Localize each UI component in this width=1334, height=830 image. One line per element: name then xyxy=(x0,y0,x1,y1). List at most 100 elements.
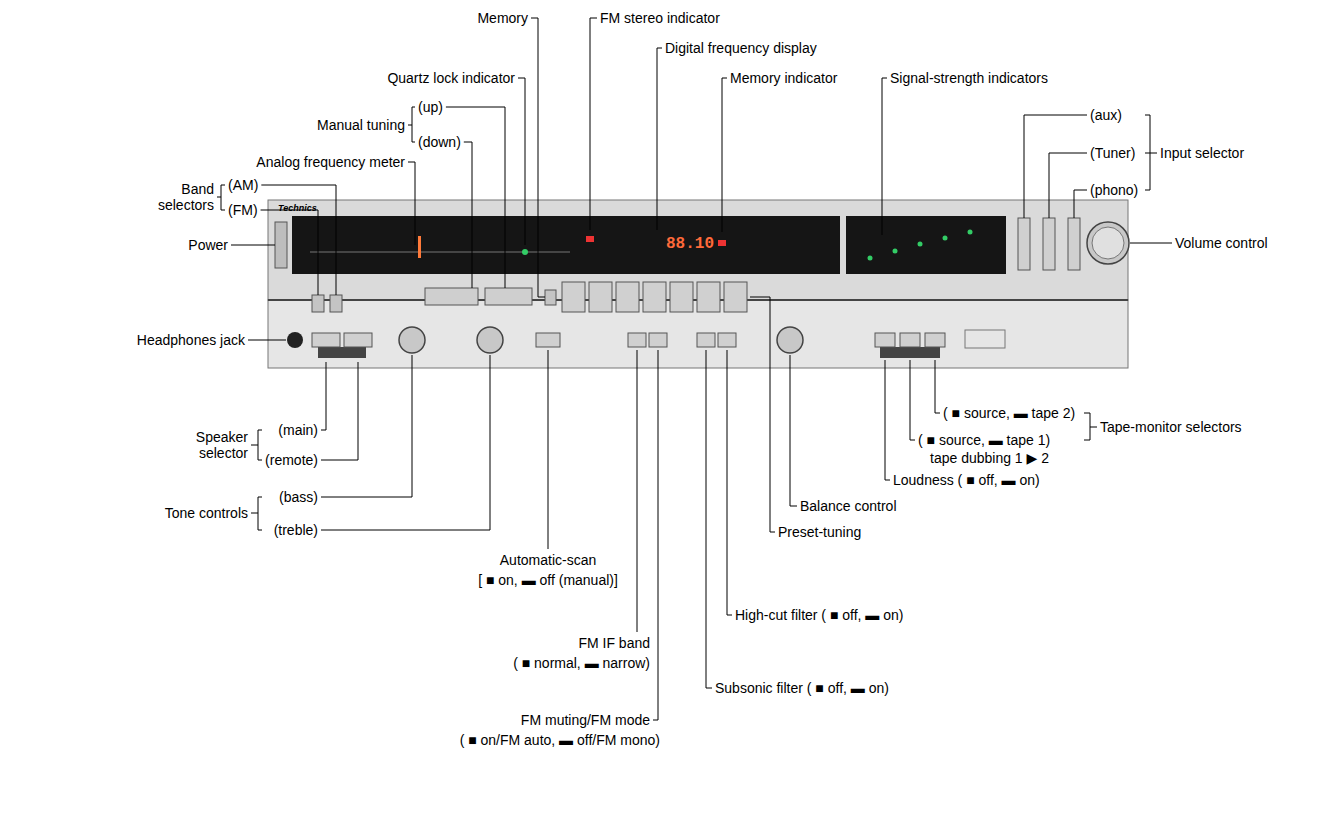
callout-label: FM muting/FM mode xyxy=(521,712,650,728)
preset-button xyxy=(616,282,639,312)
bracket xyxy=(412,107,415,142)
leader-line xyxy=(261,210,318,295)
bracket xyxy=(1084,413,1090,440)
callout-label: (main) xyxy=(278,422,318,438)
fm-button xyxy=(628,333,646,347)
callout-label: (Tuner) xyxy=(1090,145,1135,161)
callout-label: Tape-monitor selectors xyxy=(1100,419,1242,435)
callout-label: Digital frequency display xyxy=(665,40,817,56)
bracket xyxy=(1145,115,1150,190)
signal-window xyxy=(846,216,1006,274)
callout-label: (bass) xyxy=(279,489,318,505)
speaker-button xyxy=(312,333,340,347)
preset-button xyxy=(724,282,747,312)
speaker-button xyxy=(344,333,372,347)
analog-pointer xyxy=(418,236,421,258)
callout-label: (up) xyxy=(418,99,443,115)
leader-line xyxy=(1049,153,1087,218)
leader-line xyxy=(321,362,358,460)
leader-line xyxy=(518,78,525,245)
preset-button xyxy=(643,282,666,312)
callout-label: Memory indicator xyxy=(730,70,837,86)
callout-label: (phono) xyxy=(1090,182,1138,198)
input-button xyxy=(1043,218,1055,270)
volume-knob xyxy=(1087,222,1129,264)
leader-line xyxy=(531,18,545,297)
volume-knob-cap xyxy=(1092,227,1124,259)
display-digits: 88.10 xyxy=(666,235,714,253)
scan-button xyxy=(536,333,560,347)
leader-line xyxy=(1150,153,1157,154)
power-switch xyxy=(275,222,287,268)
callout-label: Quartz lock indicator xyxy=(387,70,515,86)
leader-line xyxy=(321,362,326,430)
bracket xyxy=(258,430,262,460)
leader-line xyxy=(885,360,890,480)
tuning-up-button xyxy=(485,288,532,305)
signal-lamp xyxy=(893,249,898,254)
leader-line xyxy=(231,245,275,246)
leader-line xyxy=(251,513,258,514)
callout-label: Headphones jack xyxy=(137,332,245,348)
callout-label: High-cut filter ( ■ off, ▬ on) xyxy=(735,607,903,623)
leader-line xyxy=(637,350,638,632)
callout-label: Subsonic filter ( ■ off, ▬ on) xyxy=(715,680,889,696)
button-shadow xyxy=(318,347,366,358)
leader-line xyxy=(590,18,597,230)
input-button xyxy=(1068,218,1080,270)
tuning-down-button xyxy=(425,288,478,305)
callout-label: Input selector xyxy=(1160,145,1244,161)
leader-line xyxy=(321,355,412,497)
leader-line xyxy=(464,142,472,288)
callout-label: Volume control xyxy=(1175,235,1268,251)
callout-label: Speaker selector xyxy=(182,429,248,461)
leader-line xyxy=(1074,190,1087,218)
headphone-jack xyxy=(287,332,303,348)
bass-knob xyxy=(399,327,425,353)
badge xyxy=(965,330,1005,348)
leader-line xyxy=(1130,243,1172,244)
treble-knob xyxy=(477,327,503,353)
callout-label: ( ■ source, ▬ tape 2) xyxy=(943,405,1075,421)
leader-line xyxy=(548,350,549,549)
callout-label: ( ■ normal, ▬ narrow) xyxy=(513,655,650,671)
quartz-lock-lamp xyxy=(522,249,528,255)
memory-lamp xyxy=(718,240,726,246)
leader-line xyxy=(248,340,286,341)
bracket xyxy=(221,185,225,210)
callout-label: (FM) xyxy=(228,202,258,218)
callout-label: [ ■ on, ▬ off (manual)] xyxy=(478,572,618,588)
tape-button xyxy=(925,333,945,347)
balance-knob xyxy=(777,327,803,353)
callout-label: Signal-strength indicators xyxy=(890,70,1048,86)
callout-label: Analog frequency meter xyxy=(256,154,405,170)
callout-label: Automatic-scan xyxy=(500,552,596,568)
callout-label: Manual tuning xyxy=(317,117,405,133)
preset-button xyxy=(670,282,693,312)
leader-line xyxy=(217,197,221,198)
callout-label: (AM) xyxy=(228,177,258,193)
leader-line xyxy=(910,360,915,440)
fm-button xyxy=(649,333,667,347)
button-shadow xyxy=(880,347,940,358)
memory-button xyxy=(545,290,556,305)
callout-label: Power xyxy=(188,237,228,253)
display-window xyxy=(292,216,840,274)
preset-button xyxy=(562,282,585,312)
callout-label: FM stereo indicator xyxy=(600,10,720,26)
preset-button xyxy=(697,282,720,312)
leader-line xyxy=(750,297,775,532)
callout-label: ( ■ source, ▬ tape 1) xyxy=(918,432,1050,448)
signal-lamp xyxy=(968,230,973,235)
callout-label: Tone controls xyxy=(165,505,248,521)
leader-line xyxy=(1024,115,1087,218)
loudness-button xyxy=(875,333,895,347)
leader-line xyxy=(653,350,658,720)
leader-line xyxy=(408,162,415,245)
preset-button xyxy=(589,282,612,312)
callout-label: Preset-tuning xyxy=(778,524,861,540)
signal-lamp xyxy=(918,242,923,247)
callout-label: (down) xyxy=(418,134,461,150)
